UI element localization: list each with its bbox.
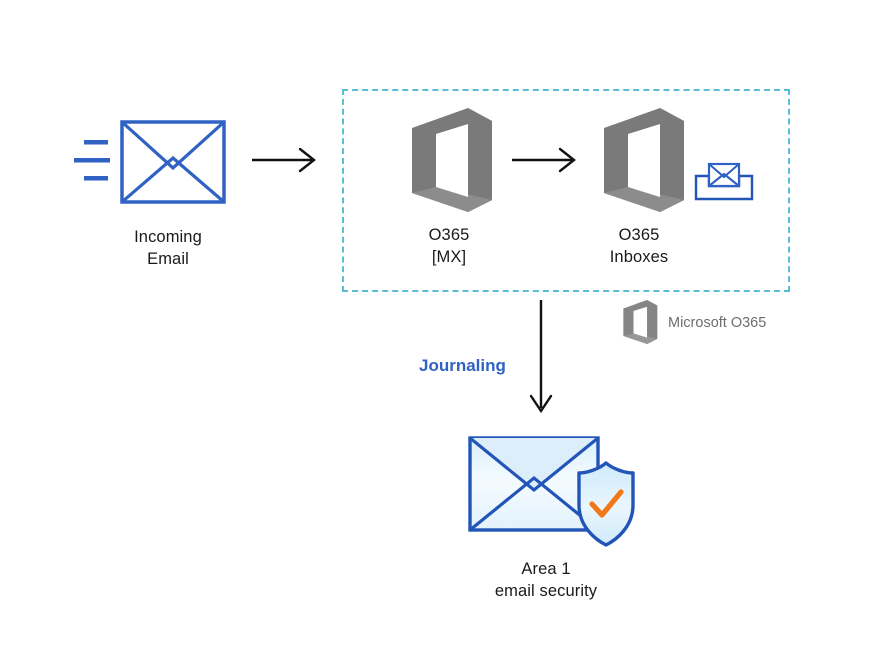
envelope-flap <box>468 436 600 493</box>
incoming-email-label: Incoming Email <box>134 228 202 268</box>
incoming-email-icon-group <box>72 118 228 210</box>
arrow-journaling-down <box>526 300 556 418</box>
arrowhead <box>298 147 316 173</box>
office-365-icon <box>623 300 658 344</box>
speed-line-middle <box>74 158 110 163</box>
tray-envelope-flap <box>708 163 740 179</box>
envelope-outline-icon <box>74 120 226 204</box>
inbox-tray-icon <box>694 160 754 202</box>
legend-label: Microsoft O365 <box>668 315 767 331</box>
envelope-flap-fill <box>470 438 598 490</box>
area1-label: Area 1 email security <box>494 560 598 600</box>
office-icon-bottom-face <box>604 187 684 212</box>
email-shield-icon <box>468 436 635 547</box>
tray-envelope-fold <box>708 172 740 187</box>
arrow-mx-to-inboxes <box>512 143 582 177</box>
office-icon-bottom-face <box>412 187 492 212</box>
office-icon-page <box>436 124 468 197</box>
office-icon-page <box>628 124 660 197</box>
check-icon <box>589 489 624 518</box>
office-365-icon <box>412 108 492 212</box>
o365-mx-icon <box>406 108 492 212</box>
envelope-back-fold <box>120 155 226 204</box>
o365-mx-label: O365 [MX] <box>428 226 470 266</box>
o365-boundary-dashed-box <box>342 89 790 292</box>
envelope-body <box>120 120 226 204</box>
speed-line-top <box>84 140 108 145</box>
arrow-incoming-to-mx <box>252 143 322 177</box>
o365-inboxes-icon <box>598 108 684 212</box>
area1-email-shield-icon <box>466 432 638 548</box>
shield-body <box>577 461 635 547</box>
journaling-label: Journaling <box>419 356 506 375</box>
arrowhead <box>558 147 576 173</box>
legend-office-365-icon <box>618 300 660 344</box>
envelope-back-fold <box>468 475 600 532</box>
envelope-flap <box>120 120 226 171</box>
office-365-icon <box>604 108 684 212</box>
arrowhead <box>529 394 553 414</box>
o365-inboxes-label: O365 Inboxes <box>609 226 669 266</box>
speed-line-bottom <box>84 176 108 181</box>
